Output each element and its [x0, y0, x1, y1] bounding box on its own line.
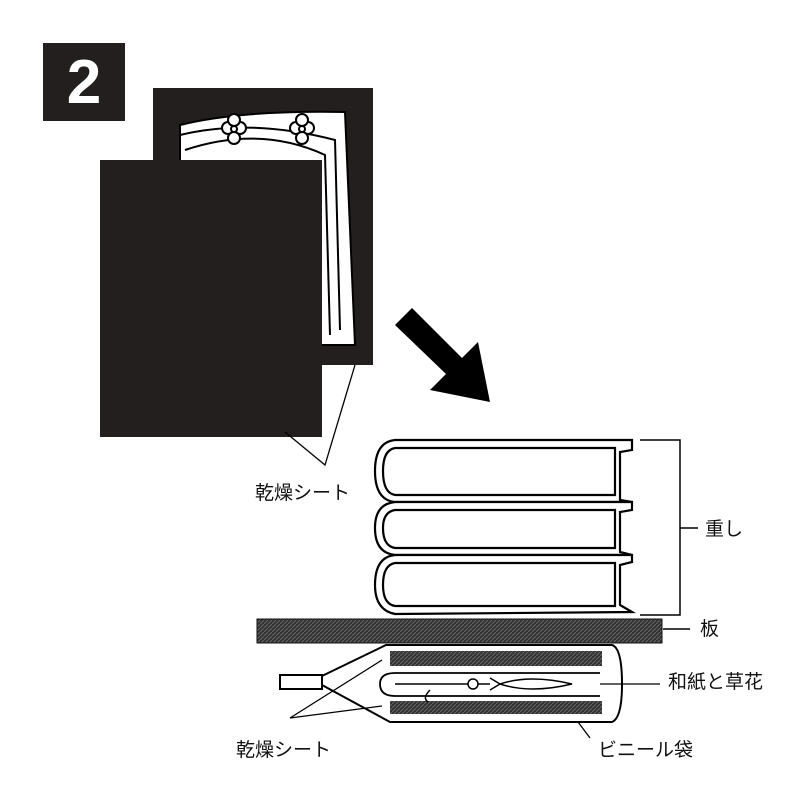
- arrow-icon: [395, 308, 490, 402]
- label-plastic-bag: ビニール袋: [598, 739, 694, 761]
- leader-lines: [284, 364, 356, 467]
- label-drying-sheet-top: 乾燥シート: [255, 482, 351, 504]
- books-weight: [373, 438, 637, 616]
- front-drying-sheet: [100, 160, 322, 437]
- label-washi-and-flowers: 和紙と草花: [668, 671, 764, 693]
- label-drying-sheet-bottom: 乾燥シート: [236, 739, 332, 761]
- leader-lines-bottom: [289, 659, 660, 739]
- label-board: 板: [700, 618, 720, 640]
- weight-bracket: [640, 439, 698, 616]
- label-weight: 重し: [705, 518, 744, 540]
- flower-icon: [221, 113, 315, 145]
- step-number-badge: 2: [43, 43, 125, 121]
- board: [256, 618, 663, 644]
- plastic-bag: [279, 644, 624, 723]
